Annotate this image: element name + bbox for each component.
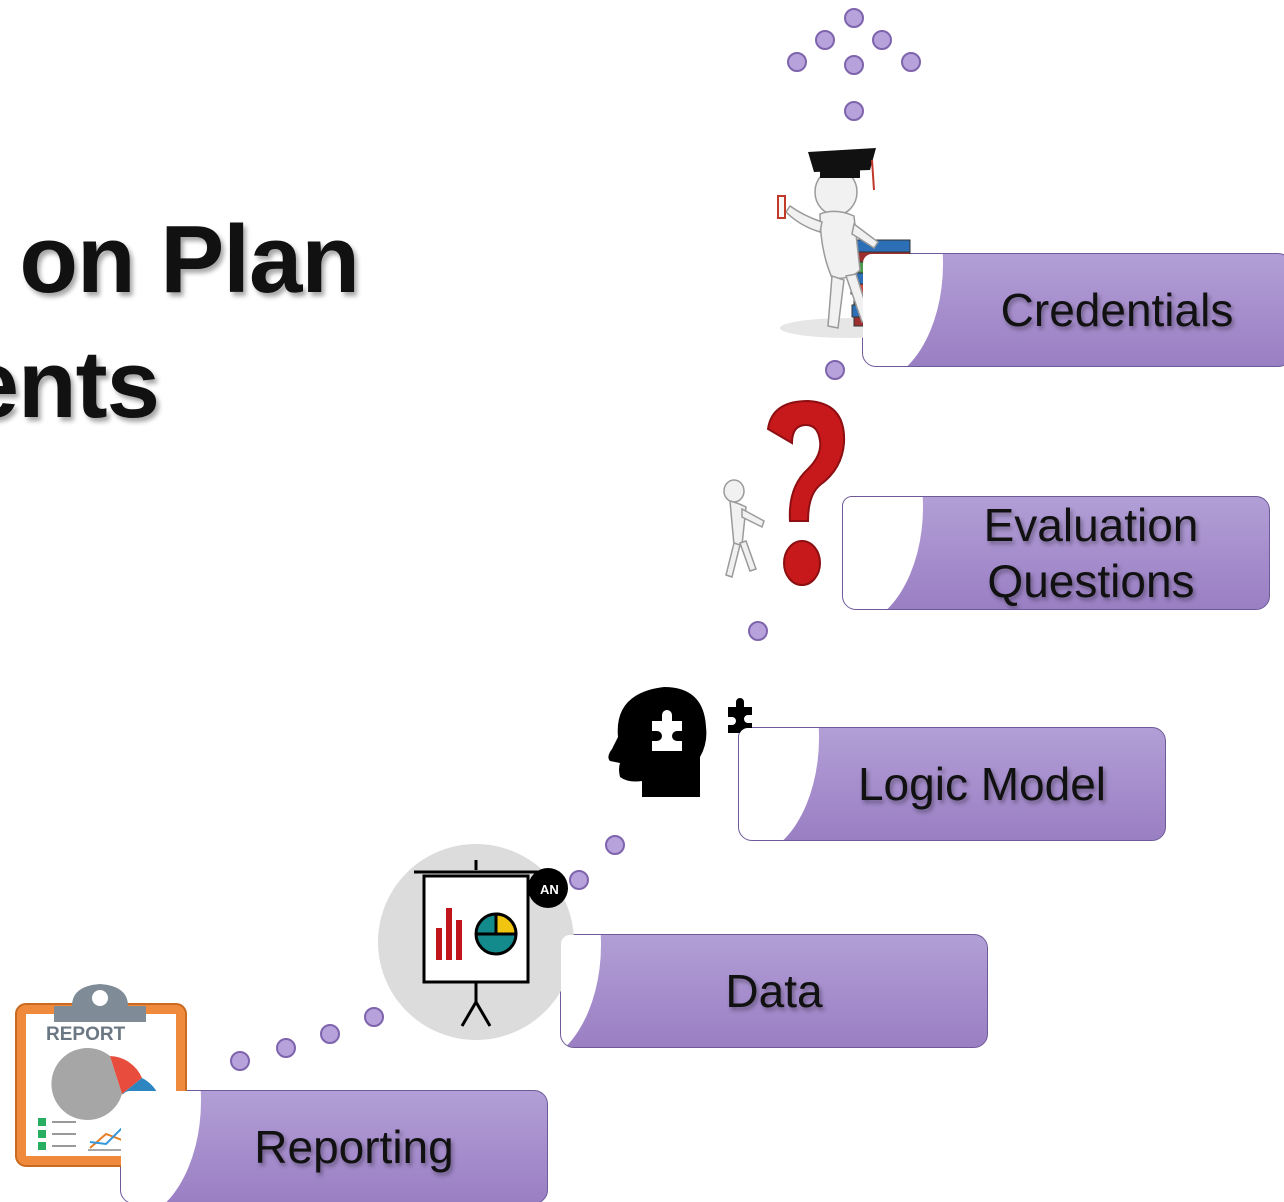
step-logic-model-label: Logic Model: [857, 757, 1107, 810]
head-puzzle-icon: [600, 685, 760, 810]
path-dot: [320, 1024, 340, 1044]
step-credentials: Credentials: [862, 253, 1284, 367]
step-credentials-label: Credentials: [1000, 283, 1234, 336]
arrow-dot: [787, 52, 807, 72]
step-evaluation-line-1: Evaluation: [983, 498, 1199, 551]
step-evaluation-questions-label: Evaluation Questions: [984, 497, 1199, 609]
report-label: REPORT: [46, 1024, 126, 1045]
step-evaluation-questions: Evaluation Questions: [842, 496, 1270, 610]
slide-title-line-1: on Plan: [19, 206, 360, 313]
step-data-label: Data: [725, 964, 823, 1017]
path-dot: [364, 1007, 384, 1027]
arrow-dot: [844, 101, 864, 121]
step-evaluation-line-2: Questions: [987, 555, 1195, 607]
step-reporting: Reporting: [120, 1090, 548, 1202]
path-dot: [569, 870, 589, 890]
step-logic-model: Logic Model: [738, 727, 1166, 841]
report-clipboard-icon: REPORT: [12, 978, 192, 1173]
arrow-dot: [901, 52, 921, 72]
arrow-dot: [844, 8, 864, 28]
step-data: Data: [560, 934, 988, 1048]
question-mark-icon: [716, 395, 856, 600]
path-dot: [825, 360, 845, 380]
presentation-chart-icon: AN: [376, 842, 576, 1047]
path-dot: [605, 835, 625, 855]
presentation-badge-text: AN: [540, 882, 559, 897]
step-reporting-label: Reporting: [254, 1120, 454, 1173]
path-dot: [748, 621, 768, 641]
arrow-dot: [815, 30, 835, 50]
path-dot: [230, 1051, 250, 1071]
slide-title-line-2: ents: [0, 331, 160, 438]
arrow-dot: [872, 30, 892, 50]
path-dot: [276, 1038, 296, 1058]
arrow-dot: [844, 55, 864, 75]
